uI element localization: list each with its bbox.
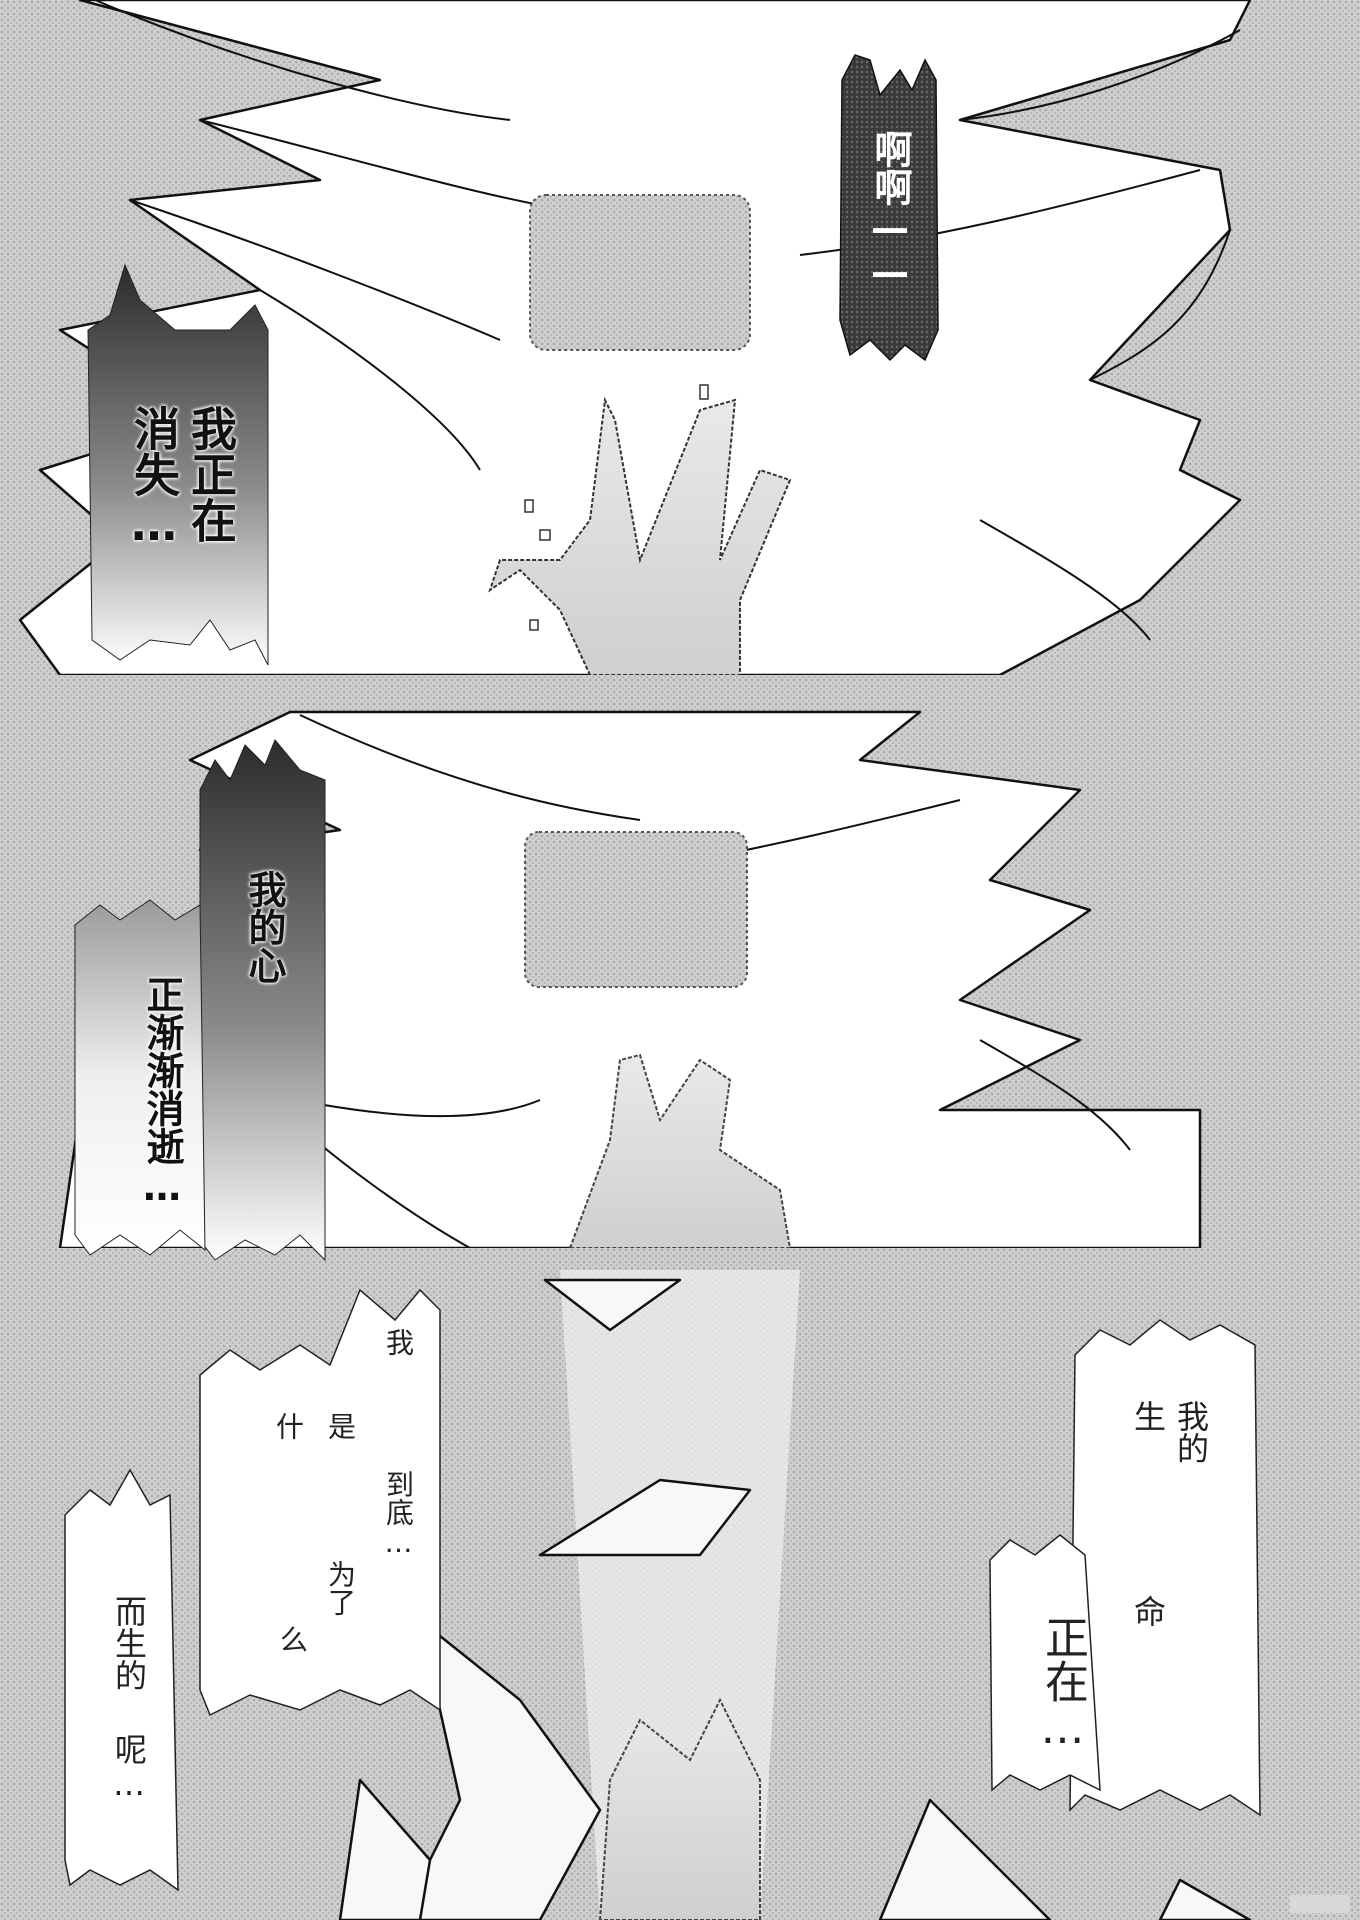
- top-hand: [488, 396, 792, 676]
- caption-box-my-heart: [199, 739, 326, 1262]
- middle-window: [524, 831, 748, 988]
- caption-my-heart: 我的心: [242, 870, 286, 984]
- caption-why-5: 为了: [324, 1560, 357, 1616]
- caption-box-life: [989, 1319, 1261, 1817]
- bottom-hand: [598, 1697, 761, 1920]
- caption-why-2: 到底…: [382, 1470, 415, 1559]
- caption-why-1: 我: [382, 1328, 415, 1356]
- bottom-panel-streaks: [338, 1278, 1252, 1920]
- caption-life-2: 生: [1129, 1400, 1167, 1432]
- caption-life-1: 我的: [1172, 1400, 1210, 1464]
- caption-aa: 啊啊——: [868, 130, 912, 294]
- top-particles: [524, 384, 709, 631]
- top-window: [529, 194, 751, 351]
- caption-life-4: 正在…: [1037, 1615, 1088, 1754]
- caption-why-3: 是: [324, 1412, 357, 1440]
- caption-box-disappearing: [87, 263, 269, 666]
- caption-why-6: 么: [276, 1625, 309, 1653]
- caption-disappearing-line2: 消失…: [127, 405, 181, 551]
- caption-born-2: 呢…: [110, 1733, 148, 1803]
- middle-hand: [568, 1053, 792, 1249]
- caption-box-aa: [839, 54, 939, 362]
- caption-born-1: 而生的: [110, 1595, 148, 1691]
- caption-why-4: 什: [272, 1412, 305, 1440]
- caption-life-3: 命: [1129, 1595, 1167, 1627]
- caption-box-why: [199, 1288, 441, 1717]
- caption-box-born: [64, 1468, 179, 1892]
- top-panel-streaks: [94, 0, 1241, 641]
- caption-fading: 正渐渐消逝…: [140, 975, 184, 1209]
- caption-box-fading: [74, 899, 206, 1256]
- caption-disappearing-line1: 我正在: [184, 405, 238, 543]
